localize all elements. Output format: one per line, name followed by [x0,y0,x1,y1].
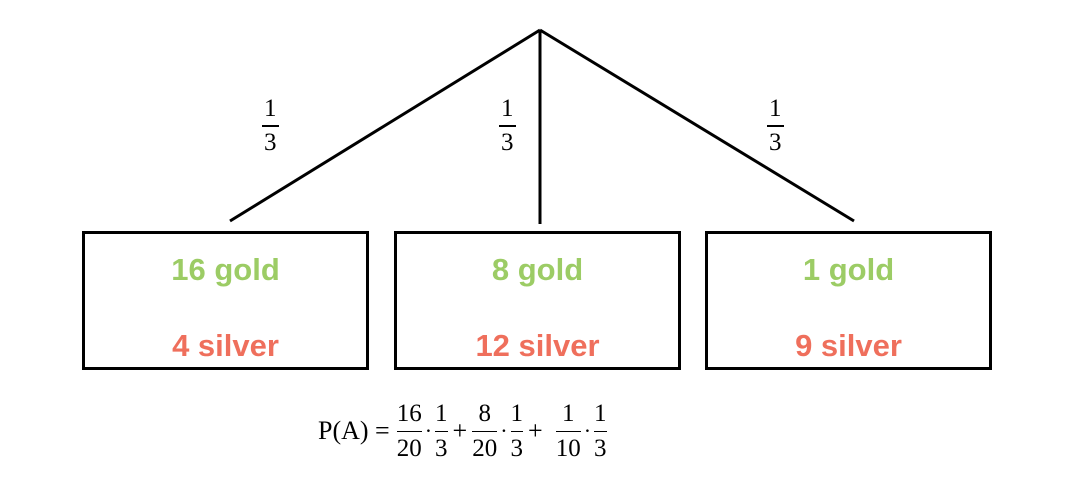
silver-count: 12 silver [475,328,600,363]
term-numerator: 1 [435,399,448,427]
term-3-probability: 1 3 [594,400,607,463]
fraction-bar [262,125,279,127]
plus-sign: + [528,416,543,445]
term-numerator: 8 [478,399,491,427]
term-1-fraction: 16 20 [396,399,422,463]
probability-denominator: 3 [769,129,782,156]
plus-sign: + [452,416,468,445]
multiply-dot: · [424,418,433,443]
fraction-bar [767,125,784,127]
silver-count: 9 silver [795,328,902,363]
term-3-fraction: 1 10 [555,399,581,463]
probability-numerator: 1 [769,95,782,122]
term-denominator: 3 [435,434,448,462]
fraction-bar [396,430,422,432]
term-denominator: 10 [555,434,581,462]
fraction-bar [555,430,581,432]
total-probability-formula: P(A) = 16 20 · 1 3 + 8 20 · 1 3 + 1 10 ·… [318,396,608,466]
fraction-bar [435,430,448,432]
silver-count: 4 silver [172,328,279,363]
fraction-bar [472,430,498,432]
urn-box-3: 1 gold 9 silver [705,231,992,370]
branch-probability-left: 1 3 [262,95,279,157]
term-denominator: 20 [396,434,422,462]
fraction-bar [510,430,524,432]
probability-numerator: 1 [264,95,277,122]
gold-count: 1 gold [802,252,895,287]
branch-probability-middle: 1 3 [499,95,516,157]
term-numerator: 16 [396,399,422,427]
branch-line-left [229,28,541,223]
multiply-dot: · [500,418,508,443]
term-denominator: 3 [510,434,524,462]
branch-probability-right: 1 3 [767,95,784,157]
term-numerator: 1 [510,399,524,427]
urn-box-1: 16 gold 4 silver [82,231,369,370]
gold-count: 8 gold [491,252,584,287]
term-2-probability: 1 3 [510,399,524,463]
term-1-probability: 1 3 [435,400,448,463]
probability-denominator: 3 [501,129,514,156]
formula-lhs: P(A) = [318,416,390,445]
term-numerator: 1 [594,399,607,427]
fraction-bar [594,430,607,432]
probability-numerator: 1 [501,95,514,122]
term-denominator: 3 [594,434,607,462]
multiply-dot: · [583,418,592,443]
fraction-bar [499,125,516,127]
term-denominator: 20 [472,434,498,462]
urn-box-2: 8 gold 12 silver [394,231,681,370]
branch-line-right [539,28,855,223]
term-numerator: 1 [561,399,575,427]
gold-count: 16 gold [171,252,280,287]
probability-denominator: 3 [264,129,277,156]
term-2-fraction: 8 20 [472,399,498,463]
